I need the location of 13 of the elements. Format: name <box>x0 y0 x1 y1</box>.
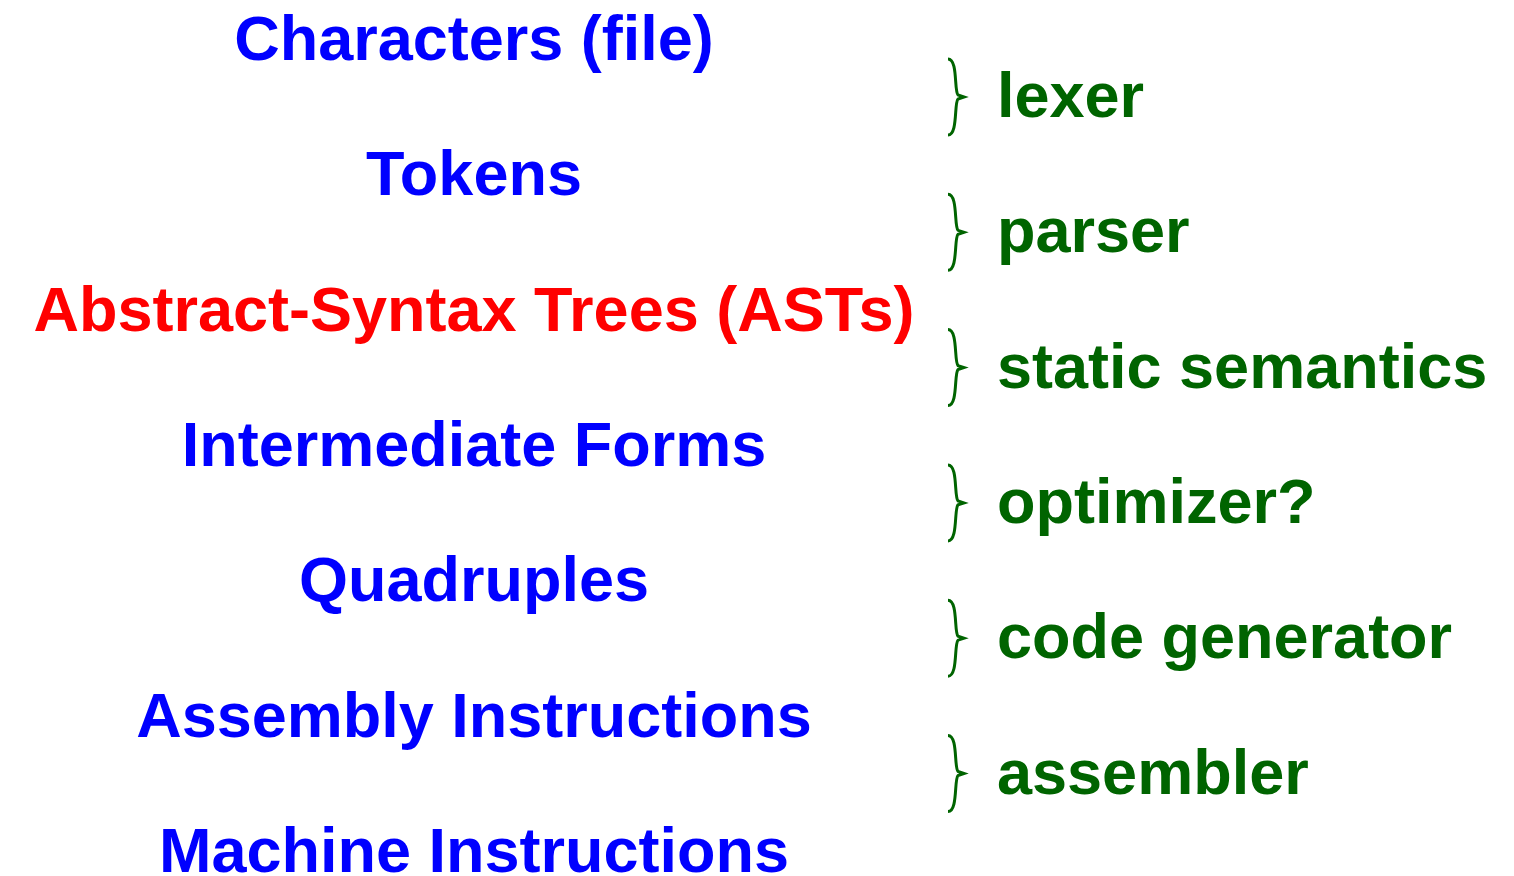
phase-label: lexer <box>997 60 1145 130</box>
phase-label: assembler <box>997 736 1309 807</box>
stage-label: Assembly Instructions <box>136 679 812 750</box>
phase-label: optimizer? <box>997 465 1316 536</box>
stage-label: Tokens <box>366 138 582 209</box>
stage-label: Abstract-Syntax Trees (ASTs) <box>33 273 915 344</box>
phase-label: code generator <box>997 601 1453 672</box>
stage-label: Quadruples <box>298 544 650 615</box>
phase-label: parser <box>997 195 1190 266</box>
stage-label: Intermediate Forms <box>181 408 767 479</box>
phase-label: static semantics <box>997 330 1488 401</box>
stage-label: Machine Instructions <box>158 814 790 876</box>
stage-label: Characters (file) <box>234 3 714 73</box>
